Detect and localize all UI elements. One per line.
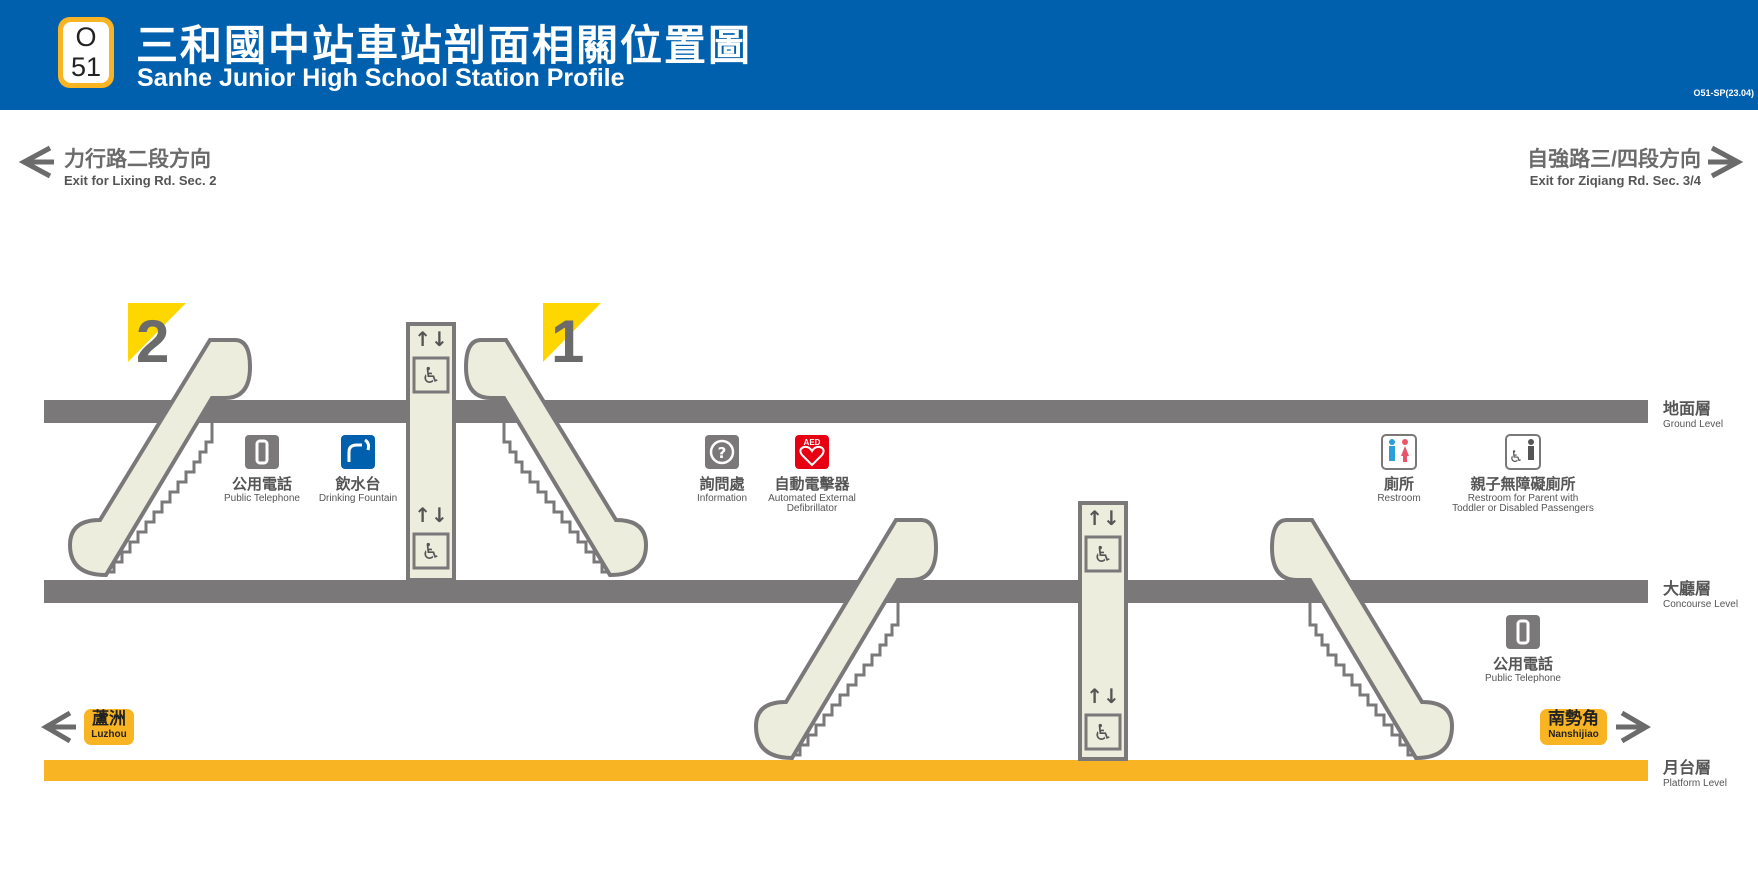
line-letter: O — [75, 22, 97, 52]
arrow-right-icon — [1708, 145, 1744, 179]
page-title-zh: 三和國中站車站剖面相關位置圖 — [136, 22, 753, 69]
arrow-left-icon — [18, 145, 54, 179]
escalator-exit-2 — [67, 338, 253, 578]
drinking-fountain-icon — [341, 435, 375, 469]
escalator-concourse-platform-1 — [753, 518, 939, 761]
elevator-left: ↑↓ ♿ ↑↓ ♿ — [406, 322, 456, 582]
label-drinking-fountain: 飲水台 Drinking Fountain — [318, 476, 398, 504]
direction-left: 力行路二段方向 Exit for Lixing Rd. Sec. 2 — [64, 143, 216, 188]
direction-left-zh: 力行路二段方向 — [64, 148, 211, 171]
svg-text:♿: ♿ — [1093, 721, 1113, 746]
header-bar: O 51 三和國中站車站剖面相關位置圖 Sanhe Junior High Sc… — [0, 0, 1758, 110]
svg-text:AED: AED — [804, 438, 821, 447]
station-number: 51 — [70, 52, 102, 82]
telephone-icon — [245, 435, 279, 469]
family-restroom-icon: ♿ — [1505, 434, 1541, 470]
direction-right-en: Exit for Ziqiang Rd. Sec. 3/4 — [1529, 173, 1701, 188]
concourse-level-bar — [44, 580, 1648, 603]
station-luzhou: 蘆洲 Luzhou — [84, 709, 134, 745]
exit-1-number: 1 — [551, 308, 584, 375]
arrow-luzhou-icon — [41, 710, 76, 744]
direction-right-zh: 自強路三/四段方向 — [1527, 148, 1701, 171]
svg-text:?: ? — [718, 444, 727, 462]
label-aed: 自動電擊器 Automated External Defibrillator — [768, 476, 856, 514]
ground-level-bar — [44, 400, 1648, 423]
label-family-restroom: 親子無障礙廁所 Restroom for Parent with Toddler… — [1452, 476, 1594, 514]
label-platform-level: 月台層 Platform Level — [1663, 760, 1727, 789]
svg-text:↑↓: ↑↓ — [1086, 506, 1120, 530]
restroom-icon — [1381, 434, 1417, 470]
svg-text:♿: ♿ — [1093, 543, 1113, 568]
svg-text:↑↓: ↑↓ — [414, 503, 448, 527]
exit-2-marker — [128, 303, 186, 362]
svg-text:♿: ♿ — [1509, 447, 1523, 466]
exit-2-number: 2 — [136, 308, 169, 375]
telephone-icon-concourse — [1506, 615, 1540, 649]
label-public-telephone-concourse: 公用電話 Public Telephone — [1485, 656, 1561, 684]
escalator-concourse-platform-2 — [1269, 518, 1455, 761]
arrow-nanshijiao-icon — [1616, 710, 1651, 744]
label-public-telephone: 公用電話 Public Telephone — [224, 476, 300, 504]
svg-text:♿: ♿ — [421, 364, 441, 389]
svg-text:↑↓: ↑↓ — [1086, 684, 1120, 708]
label-restroom: 廁所 Restroom — [1377, 476, 1421, 504]
elevator-right: ↑↓ ♿ ↑↓ ♿ — [1078, 501, 1128, 761]
platform-level-bar — [44, 760, 1648, 781]
document-code: O51-SP(23.04) — [1693, 88, 1754, 98]
label-ground-level: 地面層 Ground Level — [1663, 401, 1724, 430]
escalator-exit-1 — [463, 338, 649, 578]
information-icon: ? — [705, 435, 739, 469]
label-information: 詢問處 Information — [696, 476, 748, 504]
station-code-badge: O 51 — [58, 17, 114, 88]
exit-1-marker — [543, 303, 601, 362]
label-concourse-level: 大廳層 Concourse Level — [1663, 581, 1739, 610]
direction-right: 自強路三/四段方向 Exit for Ziqiang Rd. Sec. 3/4 — [1527, 143, 1701, 188]
svg-text:↑↓: ↑↓ — [414, 327, 448, 351]
aed-icon: AED — [795, 435, 829, 469]
svg-text:♿: ♿ — [421, 540, 441, 565]
direction-left-en: Exit for Lixing Rd. Sec. 2 — [64, 173, 217, 188]
page-title-en: Sanhe Junior High School Station Profile — [137, 64, 625, 92]
station-nanshijiao: 南勢角 Nanshijiao — [1540, 709, 1607, 745]
